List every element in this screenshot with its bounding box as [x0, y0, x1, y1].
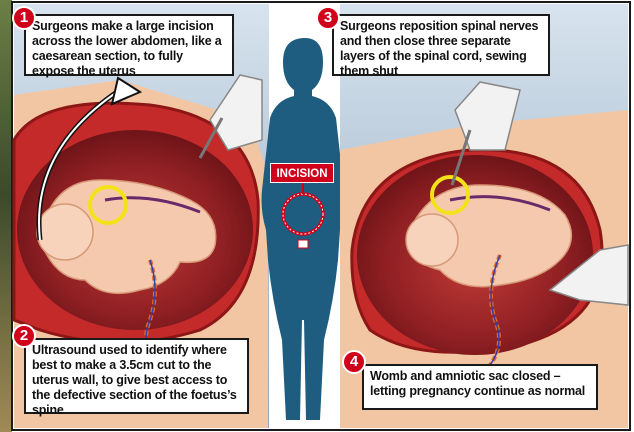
- right-highlight-circle: [430, 175, 470, 215]
- body-silhouette: [261, 38, 345, 420]
- left-scalpel: [198, 117, 224, 159]
- right-foetus-head: [405, 213, 459, 267]
- center-panel: [261, 4, 345, 428]
- right-spine: [449, 195, 551, 212]
- left-spine: [104, 196, 201, 214]
- step-4-text: Womb and amniotic sac closed – letting p…: [370, 369, 586, 398]
- right-foetus: [408, 184, 573, 288]
- background-photo-strip: [0, 0, 12, 432]
- step-4-box: Womb and amniotic sac closed – letting p…: [362, 364, 598, 410]
- step-3-box: Surgeons reposition spinal nerves and th…: [332, 14, 550, 78]
- step-2-box: Ultrasound used to identify where best t…: [24, 338, 249, 417]
- right-gloved-hand-side: [548, 244, 629, 306]
- step-4-badge: 4: [342, 350, 366, 374]
- left-foetus-head: [36, 203, 94, 261]
- step-2-text: Ultrasound used to identify where best t…: [32, 343, 237, 417]
- step-1-text: Surgeons make a large incision across th…: [32, 19, 222, 78]
- incision-label: INCISION: [270, 163, 334, 183]
- left-foetus: [39, 179, 217, 295]
- step-1-box: Surgeons make a large incision across th…: [24, 14, 234, 78]
- right-panel: [340, 4, 629, 428]
- step-3-badge: 3: [316, 6, 340, 30]
- step-3-text: Surgeons reposition spinal nerves and th…: [340, 19, 539, 78]
- right-gloved-hand-top: [454, 81, 521, 151]
- left-highlight-circle: [88, 185, 128, 225]
- step-2-badge: 2: [12, 324, 36, 348]
- left-arrow-head: [110, 76, 143, 106]
- left-gloved-hand: [209, 74, 263, 151]
- right-needle: [450, 129, 472, 186]
- step-1-badge: 1: [12, 6, 36, 30]
